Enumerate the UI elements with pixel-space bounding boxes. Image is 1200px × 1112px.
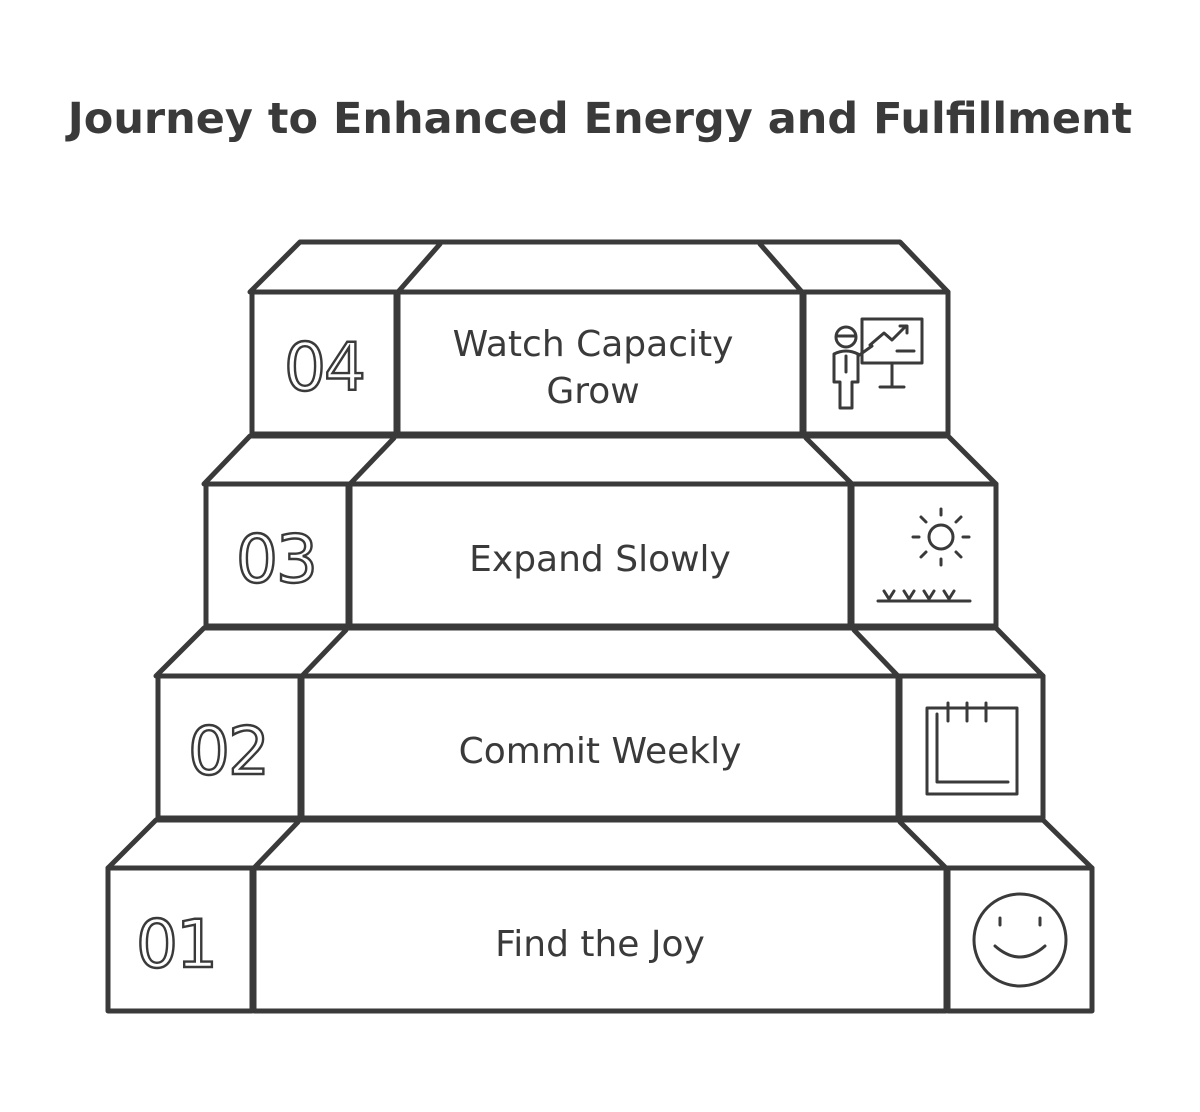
diagram-title: Journey to Enhanced Energy and Fulfillme… (65, 94, 1132, 144)
step-number: 01 (136, 906, 216, 983)
step-label: Find the Joy (495, 924, 705, 965)
step-01: 01 Find the Joy (105, 817, 1095, 1014)
step-number: 03 (236, 521, 316, 598)
step-02: 02 Commit Weekly (153, 625, 1046, 821)
step-label-line-1: Watch Capacity (453, 324, 734, 365)
step-number: 02 (188, 713, 268, 790)
step-03: 03 Expand Slowly (201, 433, 999, 629)
calendar-icon (925, 701, 1019, 796)
sun-grass-icon (876, 507, 972, 603)
step-number: 04 (284, 329, 364, 406)
step-04: 04 Watch Capacity Grow (247, 239, 951, 437)
presenter-chart-icon (832, 317, 924, 410)
smiley-icon (972, 892, 1068, 988)
step-label: Expand Slowly (469, 539, 731, 580)
step-label: Commit Weekly (459, 731, 742, 772)
step-label-line-2: Grow (546, 371, 639, 412)
